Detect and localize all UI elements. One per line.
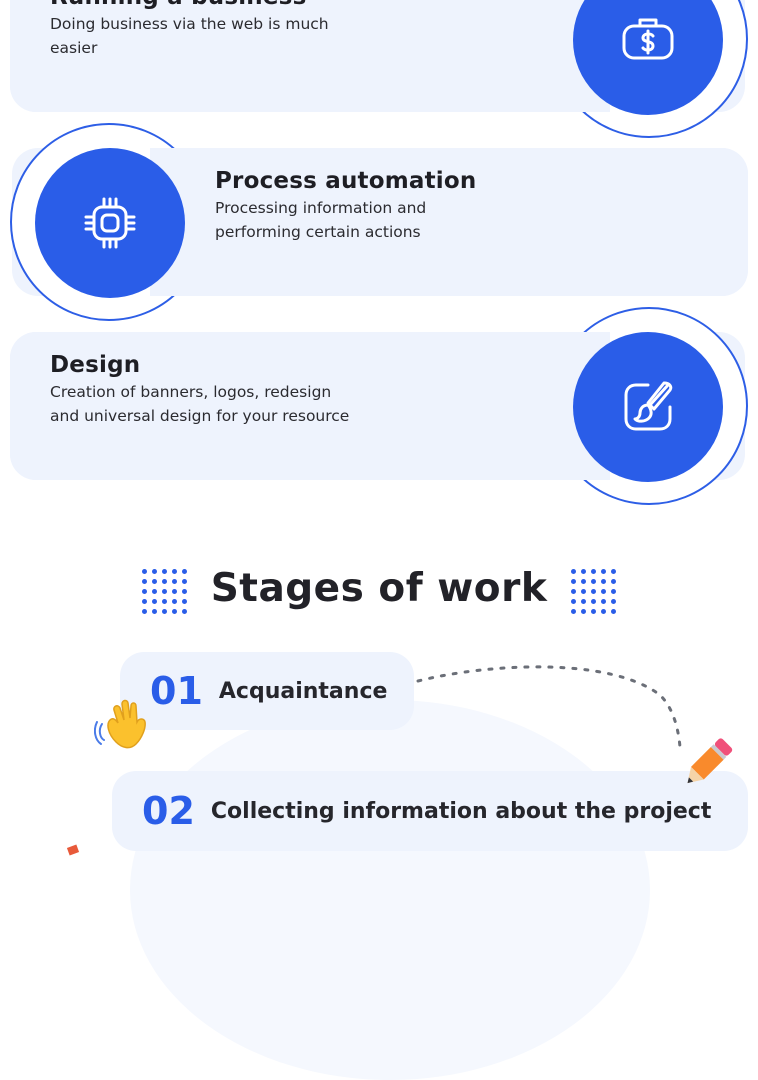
stage-card-01: 01 Acquaintance bbox=[120, 652, 414, 730]
service-description: Creation of banners, logos, redesign and… bbox=[50, 383, 350, 425]
service-card-mask bbox=[10, 0, 610, 112]
waving-hand-icon bbox=[94, 699, 146, 749]
cpu-chip-icon bbox=[84, 197, 136, 249]
service-card-mask bbox=[10, 332, 610, 480]
service-icon-disc bbox=[573, 332, 723, 482]
service-title: Running a business bbox=[50, 0, 306, 10]
service-title: Design bbox=[50, 352, 141, 378]
service-description: Processing information and performing ce… bbox=[215, 199, 427, 241]
section-title: Stages of work bbox=[210, 566, 548, 611]
dot-pattern-left bbox=[142, 569, 192, 619]
stage-card-02: 02 Collecting information about the proj… bbox=[112, 771, 748, 851]
service-icon-disc bbox=[35, 148, 185, 298]
stage-label: Acquaintance bbox=[218, 678, 388, 704]
dot-pattern-right bbox=[571, 569, 621, 619]
stage-number: 02 bbox=[142, 789, 195, 833]
money-bag-icon bbox=[622, 18, 674, 60]
dotted-connector bbox=[416, 665, 682, 749]
service-icon-disc bbox=[573, 0, 723, 115]
paint-brush-icon bbox=[624, 381, 673, 431]
stage-number: 01 bbox=[150, 669, 203, 713]
stage-label: Collecting information about the project bbox=[210, 798, 712, 824]
pencil-icon bbox=[687, 738, 733, 784]
service-title: Process automation bbox=[215, 168, 477, 194]
service-card-mask bbox=[150, 148, 748, 296]
service-description: Doing business via the web is much easie… bbox=[50, 15, 329, 57]
